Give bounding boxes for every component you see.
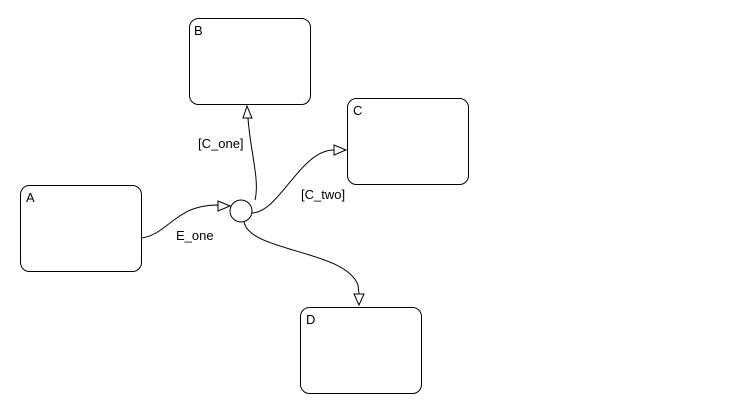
transition-junction-to-c-line[interactable] xyxy=(251,149,346,214)
transition-junction-to-c[interactable]: [C_two] xyxy=(251,144,348,214)
state-a-label: A xyxy=(26,190,35,205)
state-a-box[interactable] xyxy=(20,185,142,272)
transition-junction-to-d[interactable] xyxy=(243,221,365,307)
state-d-label: D xyxy=(306,312,315,327)
transition-junction-to-d-arrowhead xyxy=(353,293,365,307)
transition-junction-to-b-line[interactable] xyxy=(246,105,257,201)
transition-junction-to-b-label[interactable]: [C_one] xyxy=(198,136,244,151)
transition-junction-to-b-arrowhead xyxy=(242,104,253,119)
transition-junction-to-c-arrowhead xyxy=(333,144,348,156)
transition-junction-to-b[interactable]: [C_one] xyxy=(198,104,257,201)
transition-a-to-junction-line[interactable] xyxy=(141,204,231,239)
state-c-box[interactable] xyxy=(347,98,469,185)
state-c[interactable]: C xyxy=(347,98,469,185)
state-d-box[interactable] xyxy=(300,307,422,394)
state-b-label: B xyxy=(194,23,203,38)
transition-junction-to-d-line[interactable] xyxy=(243,221,360,295)
state-d[interactable]: D xyxy=(300,307,422,394)
state-b-box[interactable] xyxy=(189,18,311,105)
state-b[interactable]: B xyxy=(189,18,311,105)
transition-a-to-junction-label[interactable]: E_one xyxy=(176,228,214,243)
state-a[interactable]: A xyxy=(20,185,142,272)
connective-junction[interactable] xyxy=(229,199,253,223)
state-c-label: C xyxy=(353,103,362,118)
transition-a-to-junction-arrowhead xyxy=(217,200,232,212)
transition-a-to-junction[interactable]: E_one xyxy=(141,200,232,243)
transition-junction-to-c-label[interactable]: [C_two] xyxy=(301,187,345,202)
